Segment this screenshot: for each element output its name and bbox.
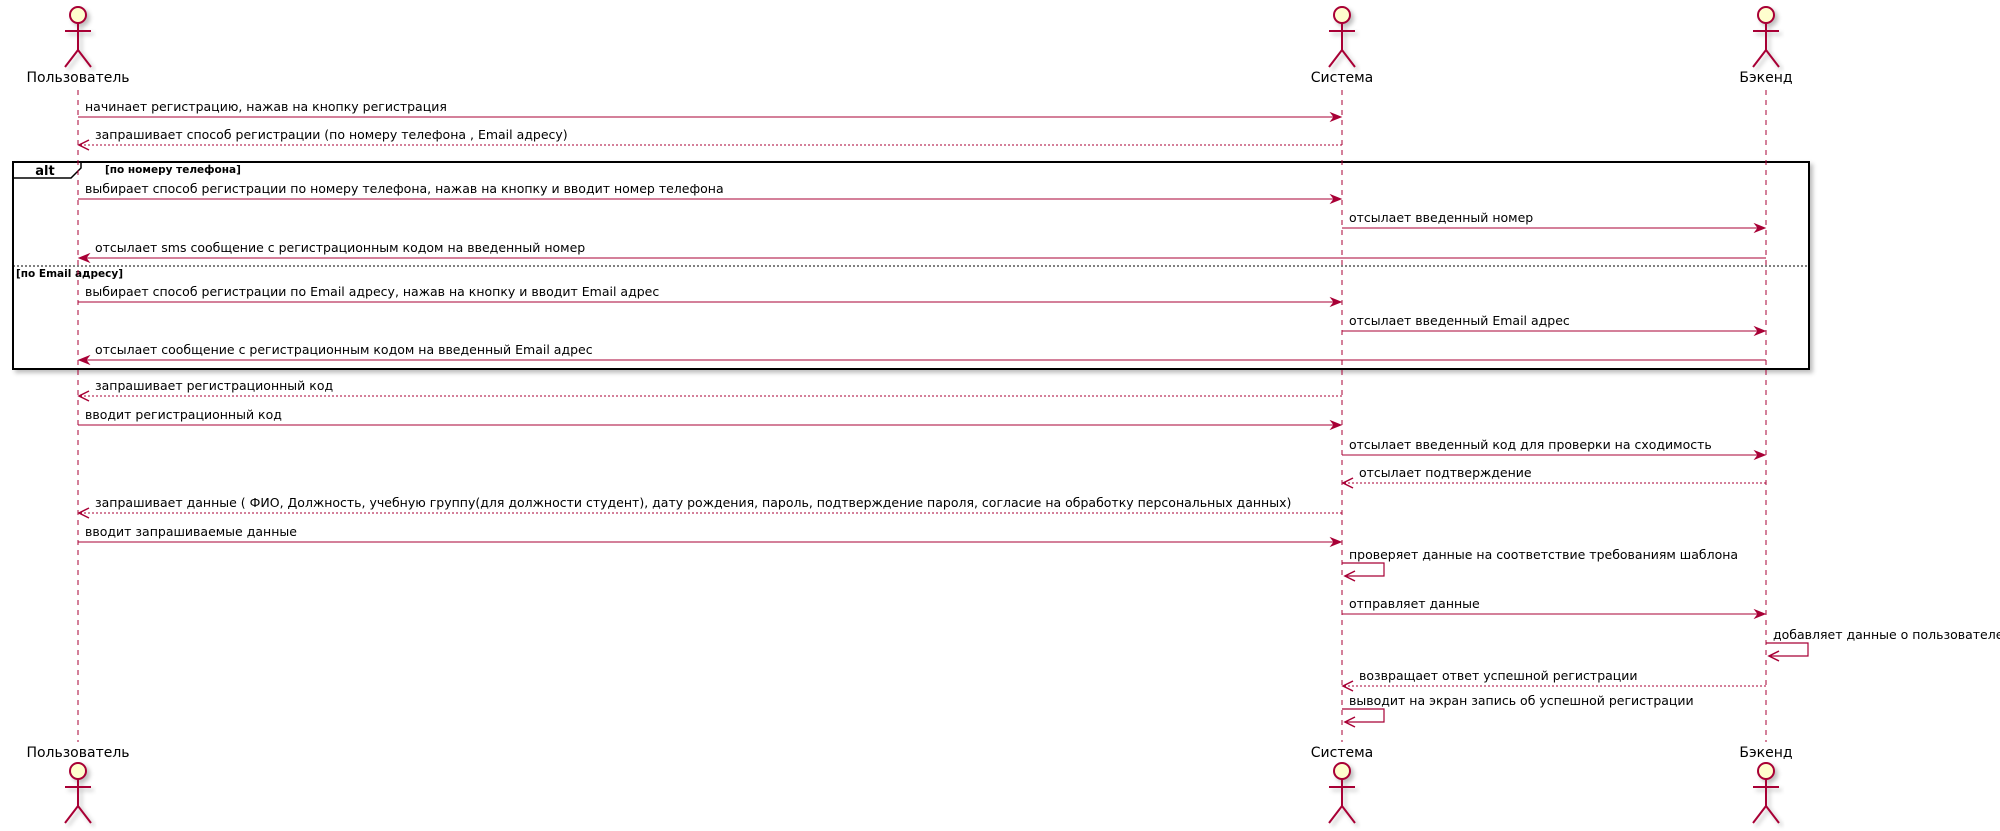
arrow-head-icon <box>1753 325 1767 337</box>
message-line <box>1342 708 1385 723</box>
message-label: запрашивает данные ( ФИО, Должность, уче… <box>95 495 1291 510</box>
message-8: отсылает сообщение с регистрационным код… <box>77 342 1766 366</box>
alt-frame-keyword: alt <box>35 164 54 179</box>
stick-figure-actor-icon <box>1752 762 1780 824</box>
message-17: добавляет данные о пользователе <box>1766 627 2000 662</box>
message-label: отсылает подтверждение <box>1359 465 1532 480</box>
message-line <box>1342 562 1385 577</box>
arrow-head-icon <box>1341 477 1354 489</box>
message-label: запрашивает способ регистрации (по номер… <box>95 127 568 142</box>
alt-frame-tab <box>13 162 82 179</box>
arrow-head-icon <box>77 507 90 519</box>
message-11: отсылает введенный код для проверки на с… <box>1342 437 1767 461</box>
message-label: отсылает введенный номер <box>1349 210 1533 225</box>
message-line <box>1766 642 1809 657</box>
stick-figure-actor-icon <box>64 6 92 68</box>
message-label: выводит на экран запись об успешной реги… <box>1349 693 1694 708</box>
actor-user-bottom <box>64 762 92 824</box>
message-6: выбирает способ регистрации по Email адр… <box>78 284 1343 308</box>
message-label: вводит запрашиваемые данные <box>85 524 297 539</box>
message-1: начинает регистрацию, нажав на кнопку ре… <box>78 99 1343 123</box>
arrow-head-icon <box>1329 193 1343 205</box>
message-12: отсылает подтверждение <box>1341 465 1766 489</box>
arrow-head-icon <box>77 354 91 366</box>
message-14: вводит запрашиваемые данные <box>78 524 1343 548</box>
stick-figure-actor-icon <box>1328 6 1356 68</box>
message-label: начинает регистрацию, нажав на кнопку ре… <box>85 99 447 114</box>
stick-figure-actor-icon <box>1752 6 1780 68</box>
actor-name-top: Пользователь <box>26 70 129 86</box>
message-label: отсылает введенный Email адрес <box>1349 313 1570 328</box>
message-4: отсылает введенный номер <box>1342 210 1767 234</box>
message-19: выводит на экран запись об успешной реги… <box>1342 693 1694 728</box>
message-label: отсылает сообщение с регистрационным код… <box>95 342 593 357</box>
message-9: запрашивает регистрационный код <box>77 378 1342 402</box>
actor-name-bottom: Пользователь <box>26 745 129 761</box>
actor-name-top: Бэкенд <box>1739 70 1792 86</box>
message-18: возвращает ответ успешной регистрации <box>1341 668 1766 692</box>
message-label: выбирает способ регистрации по номеру те… <box>85 181 724 196</box>
message-label: вводит регистрационный код <box>85 407 282 422</box>
stick-figure-actor-icon <box>64 762 92 824</box>
message-label: отправляет данные <box>1349 596 1480 611</box>
message-label: отсылает sms сообщение с регистрационным… <box>95 240 585 255</box>
message-7: отсылает введенный Email адрес <box>1342 313 1767 337</box>
message-label: возвращает ответ успешной регистрации <box>1359 668 1638 683</box>
arrow-head-icon <box>1343 716 1356 728</box>
alt-frame-layer: alt [по номеру телефона] [по Email адресу] <box>12 161 1810 370</box>
arrow-head-icon <box>1329 419 1343 431</box>
arrow-head-icon <box>1753 608 1767 620</box>
alt-guard-email: [по Email адресу] <box>16 268 123 280</box>
message-16: отправляет данные <box>1342 596 1767 620</box>
arrow-head-icon <box>77 390 90 402</box>
actor-name-bottom: Система <box>1311 745 1373 761</box>
message-label: выбирает способ регистрации по Email адр… <box>85 284 659 299</box>
messages-layer: начинает регистрацию, нажав на кнопку ре… <box>77 99 2000 728</box>
actor-system-top <box>1328 6 1356 68</box>
arrow-head-icon <box>1343 570 1356 582</box>
arrow-head-icon <box>77 139 90 151</box>
message-3: выбирает способ регистрации по номеру те… <box>78 181 1343 205</box>
stick-figure-actor-icon <box>1328 762 1356 824</box>
arrow-head-icon <box>1753 449 1767 461</box>
lifelines-layer <box>77 90 1767 742</box>
message-label: проверяет данные на соответствие требова… <box>1349 547 1738 562</box>
alt-guard-phone: [по номеру телефона] <box>105 164 241 176</box>
actor-name-bottom: Бэкенд <box>1739 745 1792 761</box>
actor-backend-bottom <box>1752 762 1780 824</box>
actors-layer: ПользовательПользовательСистемаСистемаБэ… <box>26 6 1793 824</box>
message-10: вводит регистрационный код <box>78 407 1343 431</box>
message-15: проверяет данные на соответствие требова… <box>1342 547 1738 582</box>
actor-name-top: Система <box>1311 70 1373 86</box>
actor-backend-top <box>1752 6 1780 68</box>
message-label: добавляет данные о пользователе <box>1773 627 2000 642</box>
message-13: запрашивает данные ( ФИО, Должность, уче… <box>77 495 1342 519</box>
arrow-head-icon <box>1329 536 1343 548</box>
arrow-head-icon <box>1753 222 1767 234</box>
arrow-head-icon <box>1329 296 1343 308</box>
arrow-head-icon <box>77 252 91 264</box>
message-label: отсылает введенный код для проверки на с… <box>1349 437 1712 452</box>
message-2: запрашивает способ регистрации (по номер… <box>77 127 1342 151</box>
arrow-head-icon <box>1329 111 1343 123</box>
actor-user-top <box>64 6 92 68</box>
arrow-head-icon <box>1341 680 1354 692</box>
arrow-head-icon <box>1767 650 1780 662</box>
actor-system-bottom <box>1328 762 1356 824</box>
message-label: запрашивает регистрационный код <box>95 378 333 393</box>
message-5: отсылает sms сообщение с регистрационным… <box>77 240 1766 264</box>
